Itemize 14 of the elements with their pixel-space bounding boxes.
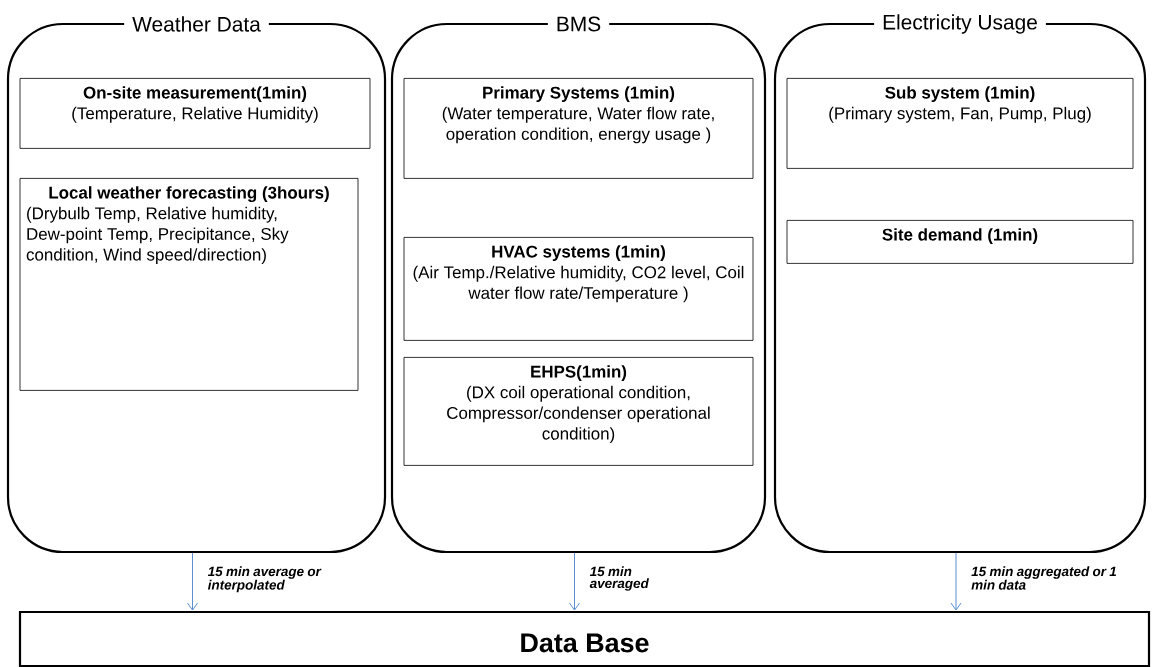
arrow bbox=[569, 552, 580, 611]
text-box: EHPS(1min) (DX coil operational condition, Compressor/condenser operational condition) bbox=[403, 357, 754, 466]
text-box: HVAC systems (1min) (Air Temp./Relative humidity, CO2 level, Coil water flow rate/Temperature ) bbox=[403, 237, 754, 341]
edge-label: 15 min averaged bbox=[589, 566, 649, 591]
edge-label: 15 min aggregated or 1 min data bbox=[971, 566, 1117, 590]
edge-label: 15 min average or interpolated bbox=[207, 566, 322, 593]
database-box: Data Base bbox=[18, 610, 1151, 667]
text-box: Site demand (1min) bbox=[786, 220, 1134, 264]
text-box: Local weather forecasting (3hours) (Drybulb Temp, Relative humidity, Dew-point Temp, Precipitance, Sky condition, Wind speed/direction) bbox=[19, 178, 359, 391]
text-box: Sub system (1min) (Primary system, Fan, Pump, Plug) bbox=[786, 78, 1134, 169]
text-box: Primary Systems (1min) (Water temperature, Water flow rate, operation condition, energy usage ) bbox=[403, 78, 754, 179]
text-box: On-site measurement(1min) (Temperature, Relative Humidity) bbox=[19, 78, 371, 149]
arrow bbox=[950, 552, 962, 611]
arrow bbox=[187, 552, 198, 611]
